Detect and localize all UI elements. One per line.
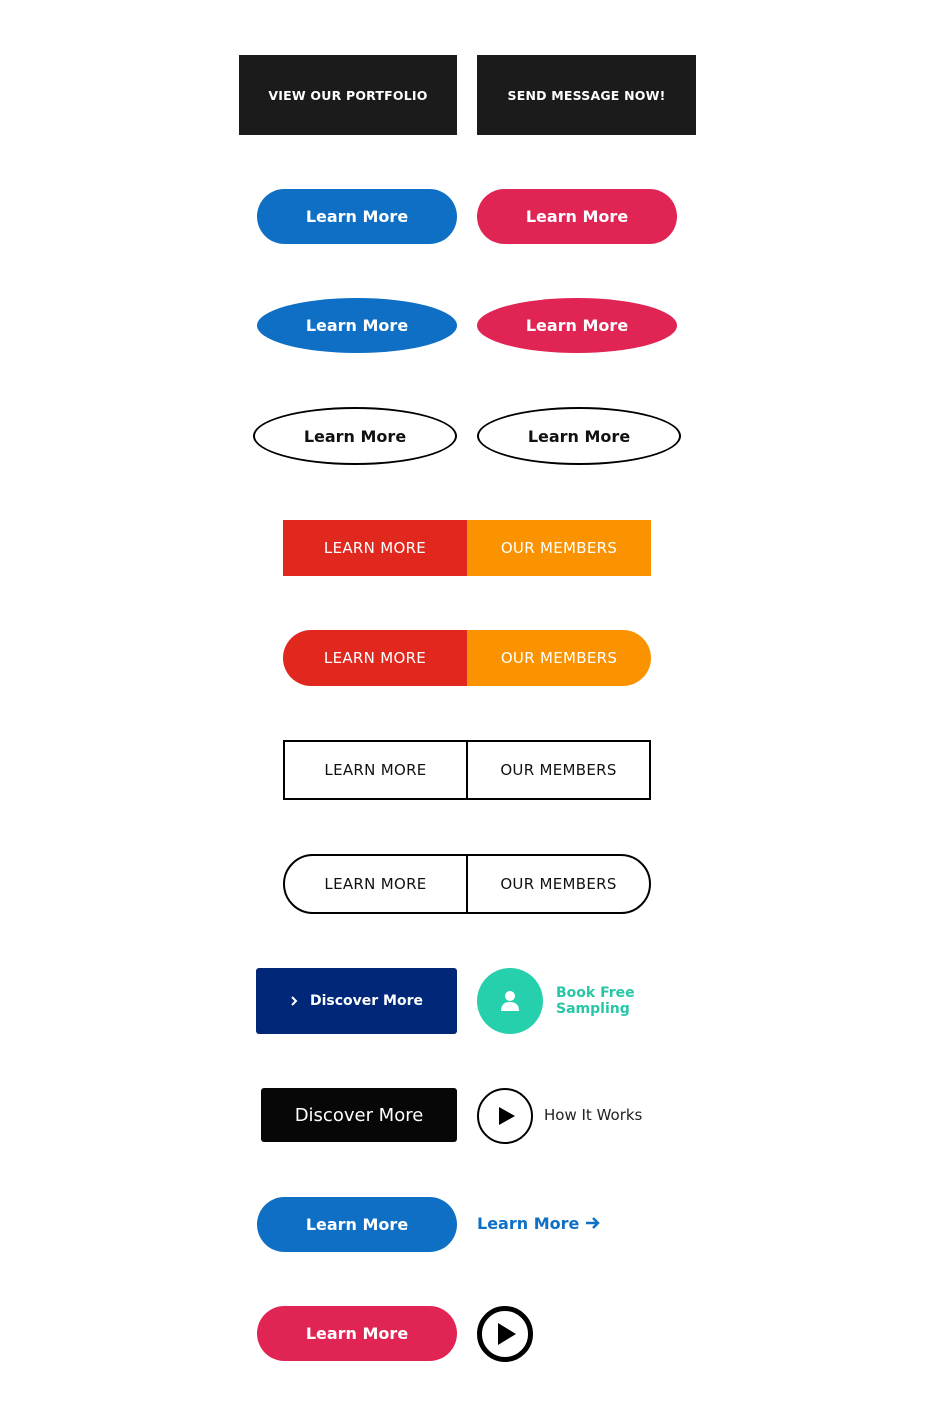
- learn-more-label: LEARN MORE: [324, 875, 427, 893]
- video-play-button[interactable]: [477, 1306, 533, 1362]
- learn-more-label: Learn More: [305, 316, 409, 335]
- discover-more-label: Discover More: [294, 1104, 424, 1126]
- book-free-sampling-link[interactable]: Book Free Sampling: [556, 985, 706, 1017]
- our-members-segment-button[interactable]: OUR MEMBERS: [467, 630, 651, 686]
- how-it-works-play-button[interactable]: [477, 1088, 533, 1144]
- learn-more-segment-button[interactable]: LEARN MORE: [283, 740, 468, 800]
- view-portfolio-label: VIEW OUR PORTFOLIO: [268, 87, 428, 103]
- learn-more-label: Learn More: [527, 426, 631, 446]
- send-message-label: SEND MESSAGE NOW!: [507, 87, 666, 103]
- arrow-right-icon: [586, 1217, 601, 1229]
- learn-more-segment-button[interactable]: LEARN MORE: [283, 520, 467, 576]
- learn-more-label: LEARN MORE: [324, 761, 427, 779]
- learn-more-label: Learn More: [305, 207, 409, 226]
- learn-more-red-ellipse-button[interactable]: Learn More: [477, 298, 677, 353]
- view-portfolio-button[interactable]: VIEW OUR PORTFOLIO: [239, 55, 457, 135]
- learn-more-outline-ellipse-button[interactable]: Learn More: [253, 407, 457, 465]
- play-icon: [499, 1107, 515, 1125]
- our-members-label: OUR MEMBERS: [500, 649, 618, 667]
- how-it-works-label: How It Works: [544, 1106, 643, 1124]
- learn-more-label: Learn More: [525, 207, 629, 226]
- book-free-sampling-label: Book Free Sampling: [556, 985, 635, 1017]
- how-it-works-link[interactable]: How It Works: [544, 1102, 664, 1128]
- learn-more-blue-ellipse-button[interactable]: Learn More: [257, 298, 457, 353]
- learn-more-arrow-link[interactable]: Learn More: [477, 1210, 617, 1236]
- learn-more-link-label: Learn More: [477, 1213, 580, 1233]
- our-members-segment-button[interactable]: OUR MEMBERS: [466, 854, 651, 914]
- learn-more-segment-button[interactable]: LEARN MORE: [283, 854, 468, 914]
- our-members-label: OUR MEMBERS: [500, 875, 617, 893]
- chevron-right-icon: [291, 996, 298, 1006]
- learn-more-segment-button[interactable]: LEARN MORE: [283, 630, 467, 686]
- our-members-segment-button[interactable]: OUR MEMBERS: [466, 740, 651, 800]
- learn-more-label: LEARN MORE: [323, 539, 427, 557]
- learn-more-red-pill-button[interactable]: Learn More: [477, 189, 677, 244]
- learn-more-label: LEARN MORE: [323, 649, 427, 667]
- send-message-button[interactable]: SEND MESSAGE NOW!: [477, 55, 696, 135]
- discover-more-navy-button[interactable]: Discover More: [256, 968, 457, 1034]
- learn-more-label: Learn More: [305, 1324, 409, 1343]
- learn-more-outline-ellipse-button[interactable]: Learn More: [477, 407, 681, 465]
- learn-more-red-pill-button[interactable]: Learn More: [257, 1306, 457, 1361]
- discover-more-black-button[interactable]: Discover More: [261, 1088, 457, 1142]
- our-members-segment-button[interactable]: OUR MEMBERS: [467, 520, 651, 576]
- play-icon: [498, 1323, 516, 1345]
- learn-more-label: Learn More: [303, 426, 407, 446]
- user-icon: [501, 991, 519, 1011]
- learn-more-label: Learn More: [305, 1215, 409, 1234]
- book-sampling-icon-button[interactable]: [477, 968, 543, 1034]
- discover-more-label: Discover More: [309, 993, 424, 1009]
- our-members-label: OUR MEMBERS: [500, 539, 618, 557]
- learn-more-blue-pill-button[interactable]: Learn More: [257, 1197, 457, 1252]
- our-members-label: OUR MEMBERS: [500, 761, 617, 779]
- learn-more-label: Learn More: [525, 316, 629, 335]
- learn-more-blue-pill-button[interactable]: Learn More: [257, 189, 457, 244]
